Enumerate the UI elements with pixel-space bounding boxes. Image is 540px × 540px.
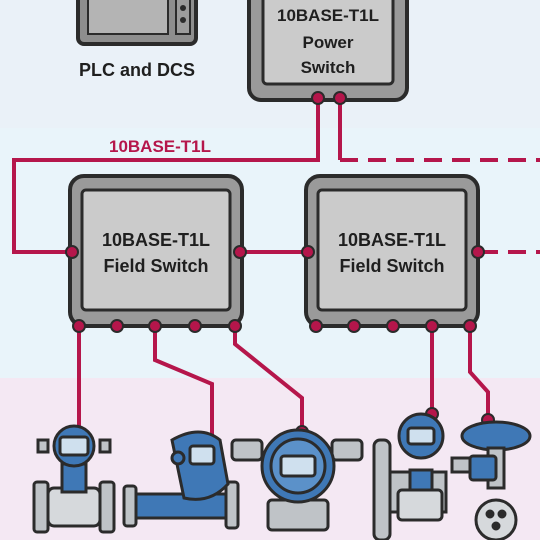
- power-switch-line3: Switch: [301, 58, 356, 77]
- control-valve-icon: [450, 420, 532, 540]
- coriolis-meter-icon: [122, 430, 240, 530]
- pressure-transmitter-icon: [230, 428, 364, 532]
- field-switch-2-line2: Field Switch: [339, 256, 444, 276]
- field-switch-1-line2: Field Switch: [103, 256, 208, 276]
- cable-network: [12, 98, 540, 446]
- flowmeter-icon: [32, 424, 116, 534]
- field-switch-2-line1: 10BASE-T1L: [338, 230, 446, 250]
- power-switch-line1: 10BASE-T1L: [277, 6, 379, 25]
- trunk-cable-label: 10BASE-T1L: [109, 137, 211, 156]
- field-switch-1-line1: 10BASE-T1L: [102, 230, 210, 250]
- field-switch-1: [68, 174, 244, 328]
- positioner-valve-icon: [372, 412, 448, 540]
- plc-dcs-icon: [76, 0, 198, 46]
- plc-label: PLC and DCS: [79, 60, 195, 80]
- power-switch: [247, 0, 409, 102]
- power-switch-line2: Power: [302, 33, 353, 52]
- field-switch-2: [304, 174, 480, 328]
